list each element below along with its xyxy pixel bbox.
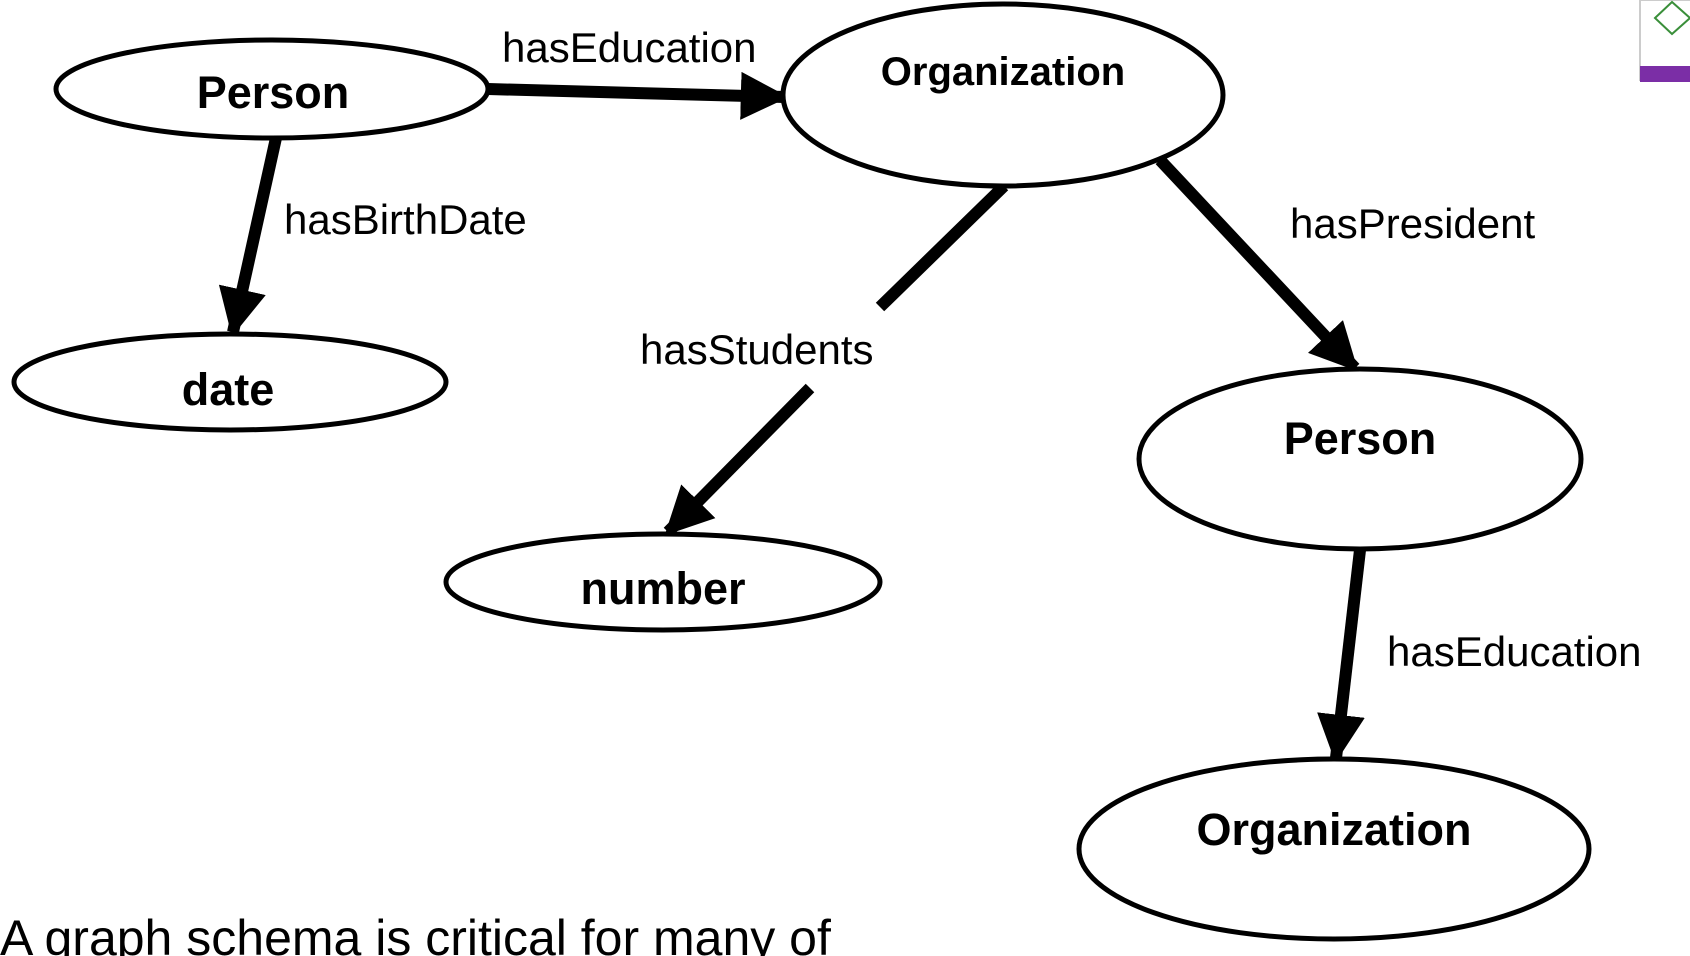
- node-label: Organization: [881, 50, 1125, 94]
- node-date: date: [11, 331, 449, 433]
- corner-logo: [1639, 0, 1690, 82]
- node-person-1: Person: [53, 37, 491, 141]
- node-label: Organization: [1196, 804, 1471, 855]
- edge-label-has-birth-date: hasBirthDate: [284, 196, 527, 243]
- org-number-edge-upper: [875, 181, 1009, 312]
- org-person-edge: [1155, 155, 1360, 373]
- node-shape: [780, 1, 1226, 189]
- node-shape: [53, 37, 491, 141]
- caption-text: A graph schema is critical for many of: [0, 910, 831, 956]
- node-organization-1: Organization: [780, 1, 1226, 189]
- node-label: date: [182, 364, 275, 415]
- node-number: number: [443, 531, 883, 633]
- edge-label-has-education-1: hasEducation: [502, 24, 757, 71]
- node-person-2: Person: [1136, 366, 1584, 552]
- org-number-edge: [663, 383, 815, 537]
- node-shape: [443, 531, 883, 633]
- node-organization-2: Organization: [1076, 756, 1592, 942]
- logo-diamond-icon: [1653, 0, 1690, 36]
- node-shape: [11, 331, 449, 433]
- person-date-edge: [218, 136, 282, 337]
- edge-label-has-president: hasPresident: [1290, 200, 1535, 247]
- node-shape: [1076, 756, 1592, 942]
- node-label: number: [580, 563, 745, 614]
- node-label: Person: [1284, 413, 1437, 464]
- node-label: Person: [197, 67, 350, 118]
- corner-accent-bar: [1640, 66, 1690, 82]
- person-org-edge: [487, 71, 789, 120]
- person2-org2-edge: [1317, 549, 1366, 763]
- edges: [218, 71, 1366, 763]
- edge-label-has-education-2: hasEducation: [1387, 628, 1642, 675]
- edge-labels: hasEducation hasBirthDate hasStudents ha…: [284, 24, 1642, 675]
- edge-label-has-students: hasStudents: [640, 326, 874, 373]
- node-shape: [1136, 366, 1584, 552]
